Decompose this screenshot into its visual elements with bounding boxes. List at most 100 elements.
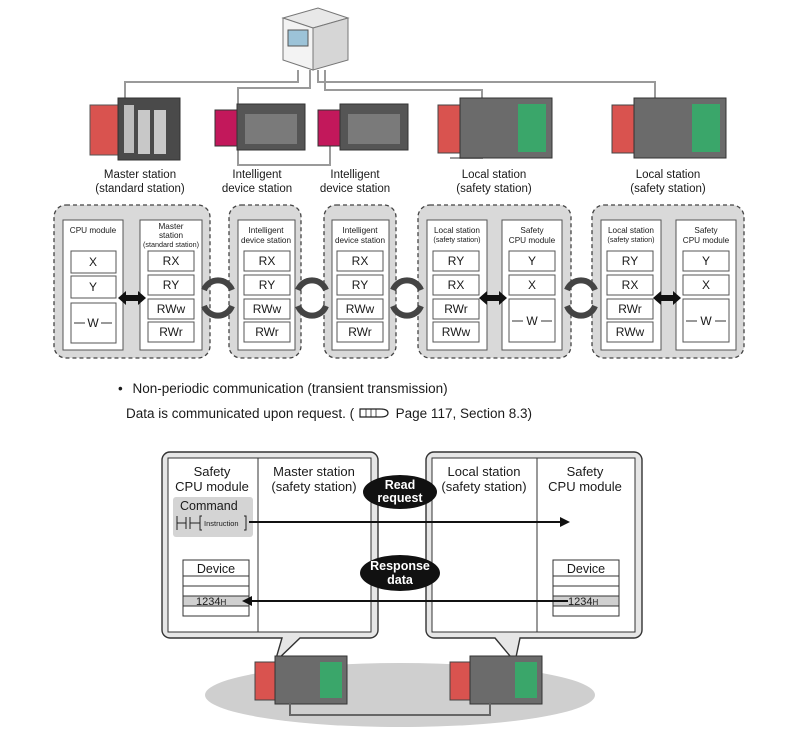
device-value-left: 1234H <box>196 596 226 608</box>
cyclic-transmission-icon <box>295 277 329 319</box>
panel-header: Intelligent <box>248 226 284 235</box>
register-cell: W <box>87 316 99 330</box>
register-cell: X <box>528 278 536 292</box>
register-cell: RWw <box>157 302 186 316</box>
station-label: Local station <box>462 169 527 181</box>
command-block <box>173 497 253 537</box>
panel-header: CPU module <box>509 236 556 245</box>
panel-header: (safety station) <box>433 235 480 244</box>
station-label: Local station <box>636 169 701 181</box>
register-cell: RWr <box>348 325 372 339</box>
bubble-label: request <box>377 491 423 505</box>
register-cell: W <box>700 314 712 328</box>
register-cell: X <box>702 278 710 292</box>
register-cell: Y <box>89 280 97 294</box>
read-request-bubble <box>363 475 437 509</box>
station-label: Master station <box>104 169 176 181</box>
local-safety-station-plc-icon <box>449 655 543 705</box>
description-line: Data is communicated upon request. ( Pag… <box>126 406 532 421</box>
cyclic-transmission-icon <box>390 277 424 319</box>
instruction-label: Instruction <box>204 519 239 528</box>
panel-header: (safety station) <box>607 235 654 244</box>
register-cell: RY <box>259 278 275 292</box>
register-cell: RY <box>163 278 179 292</box>
network-hub-icon <box>281 7 350 71</box>
bubble-label: Response <box>370 559 430 573</box>
bullet-marker: • <box>118 381 123 396</box>
panel-header: Local station <box>608 226 654 235</box>
register-cell: RWr <box>618 302 642 316</box>
register-cell: RY <box>448 254 464 268</box>
station-label: device station <box>320 183 390 195</box>
register-cell: W <box>526 314 538 328</box>
master-station-plc-icon <box>89 97 181 161</box>
heading-text: Non-periodic communication (transient tr… <box>132 381 448 396</box>
bubble-label: data <box>387 573 414 587</box>
panel-header: device station <box>241 236 292 245</box>
column-header: Safety <box>194 464 231 479</box>
station-label: (standard station) <box>95 183 185 195</box>
register-cell: X <box>89 255 97 269</box>
register-cell: RWw <box>442 325 471 339</box>
register-cell: Y <box>528 254 536 268</box>
section-heading: • Non-periodic communication (transient … <box>118 381 448 396</box>
panel-header: Safety <box>694 226 718 235</box>
local-station-1-plc-icon <box>437 97 553 159</box>
register-cell: RWr <box>444 302 468 316</box>
panel-header: CPU module <box>70 226 117 235</box>
station-label: (safety station) <box>456 183 532 195</box>
panel-header: Intelligent <box>342 226 378 235</box>
double-arrow-icon <box>479 291 507 305</box>
bubble-label: Read <box>385 478 416 492</box>
register-cell: RX <box>448 278 465 292</box>
register-cell: RX <box>622 278 639 292</box>
response-data-bubble <box>360 555 440 591</box>
ladder-instruction-icon <box>176 515 247 531</box>
page-reference-link[interactable]: Page 117, Section 8.3) <box>395 406 533 421</box>
cyclic-transmission-icon <box>564 277 598 319</box>
column-header: CPU module <box>548 479 622 494</box>
panel-header: (standard station) <box>143 240 199 249</box>
local-station-2-plc-icon <box>611 97 727 159</box>
transient-transmission-diagram: Safety CPU module Master station (safety… <box>161 451 643 727</box>
intelligent-device-1-icon <box>214 103 306 151</box>
register-cell: Y <box>702 254 710 268</box>
register-cell: RWr <box>255 325 279 339</box>
register-cell: RWw <box>346 302 375 316</box>
panel-header: station <box>159 231 184 240</box>
column-header: Local station <box>448 464 521 479</box>
panel-header: Master <box>158 222 183 231</box>
column-header: (safety station) <box>441 479 526 494</box>
intelligent-device-2-icon <box>317 103 409 151</box>
column-header: CPU module <box>175 479 249 494</box>
device-label: Device <box>567 562 605 576</box>
register-cell: RWw <box>616 325 645 339</box>
panel-header: Safety <box>520 226 544 235</box>
master-safety-station-plc-icon <box>254 655 348 705</box>
station-label: (safety station) <box>630 183 706 195</box>
cyclic-transmission-icon <box>201 277 235 319</box>
device-label: Device <box>197 562 235 576</box>
panel-header: CPU module <box>683 236 730 245</box>
register-cell: RY <box>622 254 638 268</box>
station-label: Intelligent <box>330 169 380 181</box>
station-label: Intelligent <box>232 169 282 181</box>
reference-hand-icon <box>359 408 389 418</box>
column-header: Safety <box>567 464 604 479</box>
cyclic-network-diagram: Master station (standard station) Intell… <box>53 7 745 359</box>
register-cell: RWw <box>253 302 282 316</box>
register-cell: RX <box>259 254 276 268</box>
register-cell: RX <box>352 254 369 268</box>
column-header: Master station <box>273 464 355 479</box>
device-value-right: 1234H <box>568 596 598 608</box>
command-label: Command <box>180 499 238 513</box>
column-header: (safety station) <box>271 479 356 494</box>
register-cell: RX <box>163 254 180 268</box>
station-label: device station <box>222 183 292 195</box>
register-cell: RY <box>352 278 368 292</box>
station-link-cable <box>289 702 491 716</box>
double-arrow-icon <box>118 291 146 305</box>
register-cell: RWr <box>159 325 183 339</box>
panel-header: device station <box>335 236 386 245</box>
double-arrow-icon <box>653 291 681 305</box>
